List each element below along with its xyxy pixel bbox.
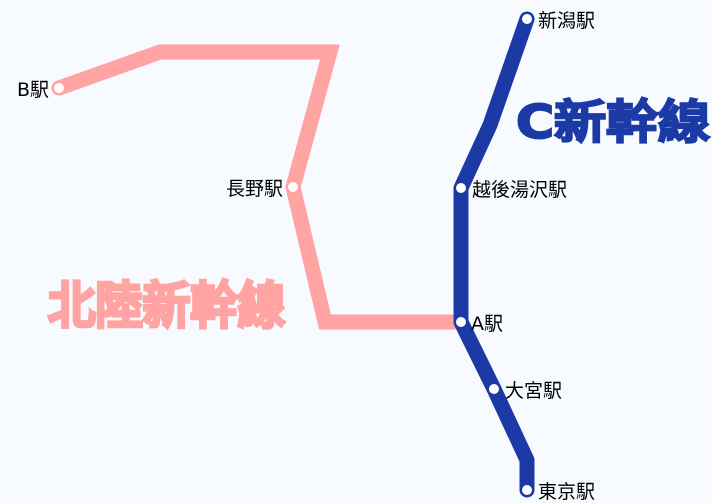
station-marker-echigo-yuzawa[interactable] — [454, 181, 468, 195]
station-marker-tokyo[interactable] — [520, 483, 534, 497]
station-marker-nagano[interactable] — [286, 180, 300, 194]
station-marker-b[interactable] — [52, 81, 66, 95]
station-label-niigata[interactable]: 新潟駅 — [538, 10, 595, 32]
c-shinkansen-title: C新幹線 — [516, 95, 710, 149]
station-label-omiya[interactable]: 大宮駅 — [505, 380, 562, 402]
station-marker-niigata[interactable] — [520, 12, 534, 26]
station-label-b[interactable]: B駅 — [17, 79, 49, 101]
hokuriku-shinkansen-title: 北陸新幹線 — [48, 277, 285, 335]
hokuriku-shinkansen-line — [51, 44, 469, 330]
c-shinkansen-line — [453, 11, 535, 498]
station-marker-omiya[interactable] — [487, 382, 501, 396]
station-label-nagano[interactable]: 長野駅 — [226, 178, 283, 200]
station-marker-a[interactable] — [454, 315, 468, 329]
station-label-echigo-yuzawa[interactable]: 越後湯沢駅 — [472, 179, 567, 201]
station-label-a[interactable]: A駅 — [471, 313, 503, 335]
station-label-tokyo[interactable]: 東京駅 — [538, 481, 595, 503]
